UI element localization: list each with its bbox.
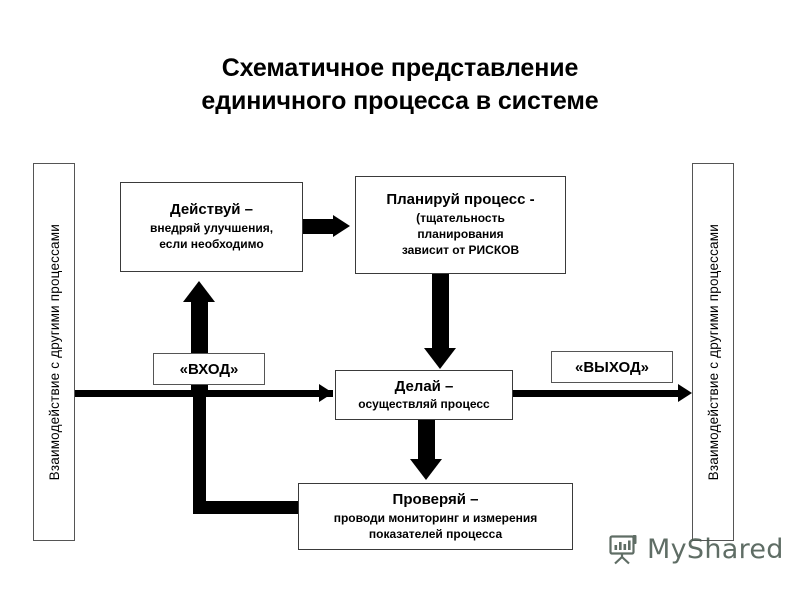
page-title-line-1: Схематичное представление [221,54,579,82]
right-side-panel: Взаимодействие с другими процессами [692,163,734,541]
box-do[interactable]: Делай – осуществляй процесс [335,370,513,420]
do-to-check-line [418,418,435,462]
do-to-check-arrowhead [410,459,442,480]
feedback-horizontal-line [193,501,305,514]
feedback-vertical-line [193,390,206,514]
output-flow-arrowhead [678,384,692,402]
right-side-panel-label: Взаимодействие с другими процессами [705,223,721,481]
box-plan-line-2: планирования [417,227,504,242]
presentation-board-icon [608,534,638,565]
box-plan[interactable]: Планируй процесс - (тщательность планиро… [355,176,566,274]
act-feedback-arrowhead [183,281,215,302]
box-check[interactable]: Проверяй – проводи мониторинг и измерени… [298,483,573,550]
box-act[interactable]: Действуй – внедряй улучшения, если необх… [120,182,303,272]
watermark-text: MyShared [647,534,784,565]
box-act-header: Действуй – [169,201,254,219]
box-plan-header: Планируй процесс - [386,191,535,209]
input-flow-arrowhead [319,384,333,402]
box-do-line-1: осуществляй процесс [358,397,490,412]
box-plan-line-1: (тщательность [416,211,505,226]
box-do-header: Делай – [394,377,454,395]
watermark: MyShared [608,534,784,565]
act-to-plan-line [303,219,335,234]
box-check-header: Проверяй – [392,490,479,508]
page-title-line-2: единичного процесса в системе [201,87,599,115]
box-plan-line-3: зависит от РИСКОВ [401,243,520,258]
box-act-line-1: внедряй улучшения, [149,221,274,236]
output-flow-line [513,390,680,397]
left-side-panel: Взаимодействие с другими процессами [33,163,75,541]
box-check-line-1: проводи мониторинг и измерения [333,510,538,525]
left-side-panel-label: Взаимодействие с другими процессами [46,223,62,481]
box-act-line-2: если необходимо [159,237,264,252]
act-to-plan-arrowhead [333,215,350,237]
box-check-line-2: показателей процесса [368,526,503,541]
page-title: Схематичное представление единичного про… [120,52,680,118]
tag-output[interactable]: «ВЫХОД» [551,351,673,383]
tag-input[interactable]: «ВХОД» [153,353,265,385]
plan-to-do-arrowhead [424,348,456,369]
plan-to-do-line [432,273,449,349]
